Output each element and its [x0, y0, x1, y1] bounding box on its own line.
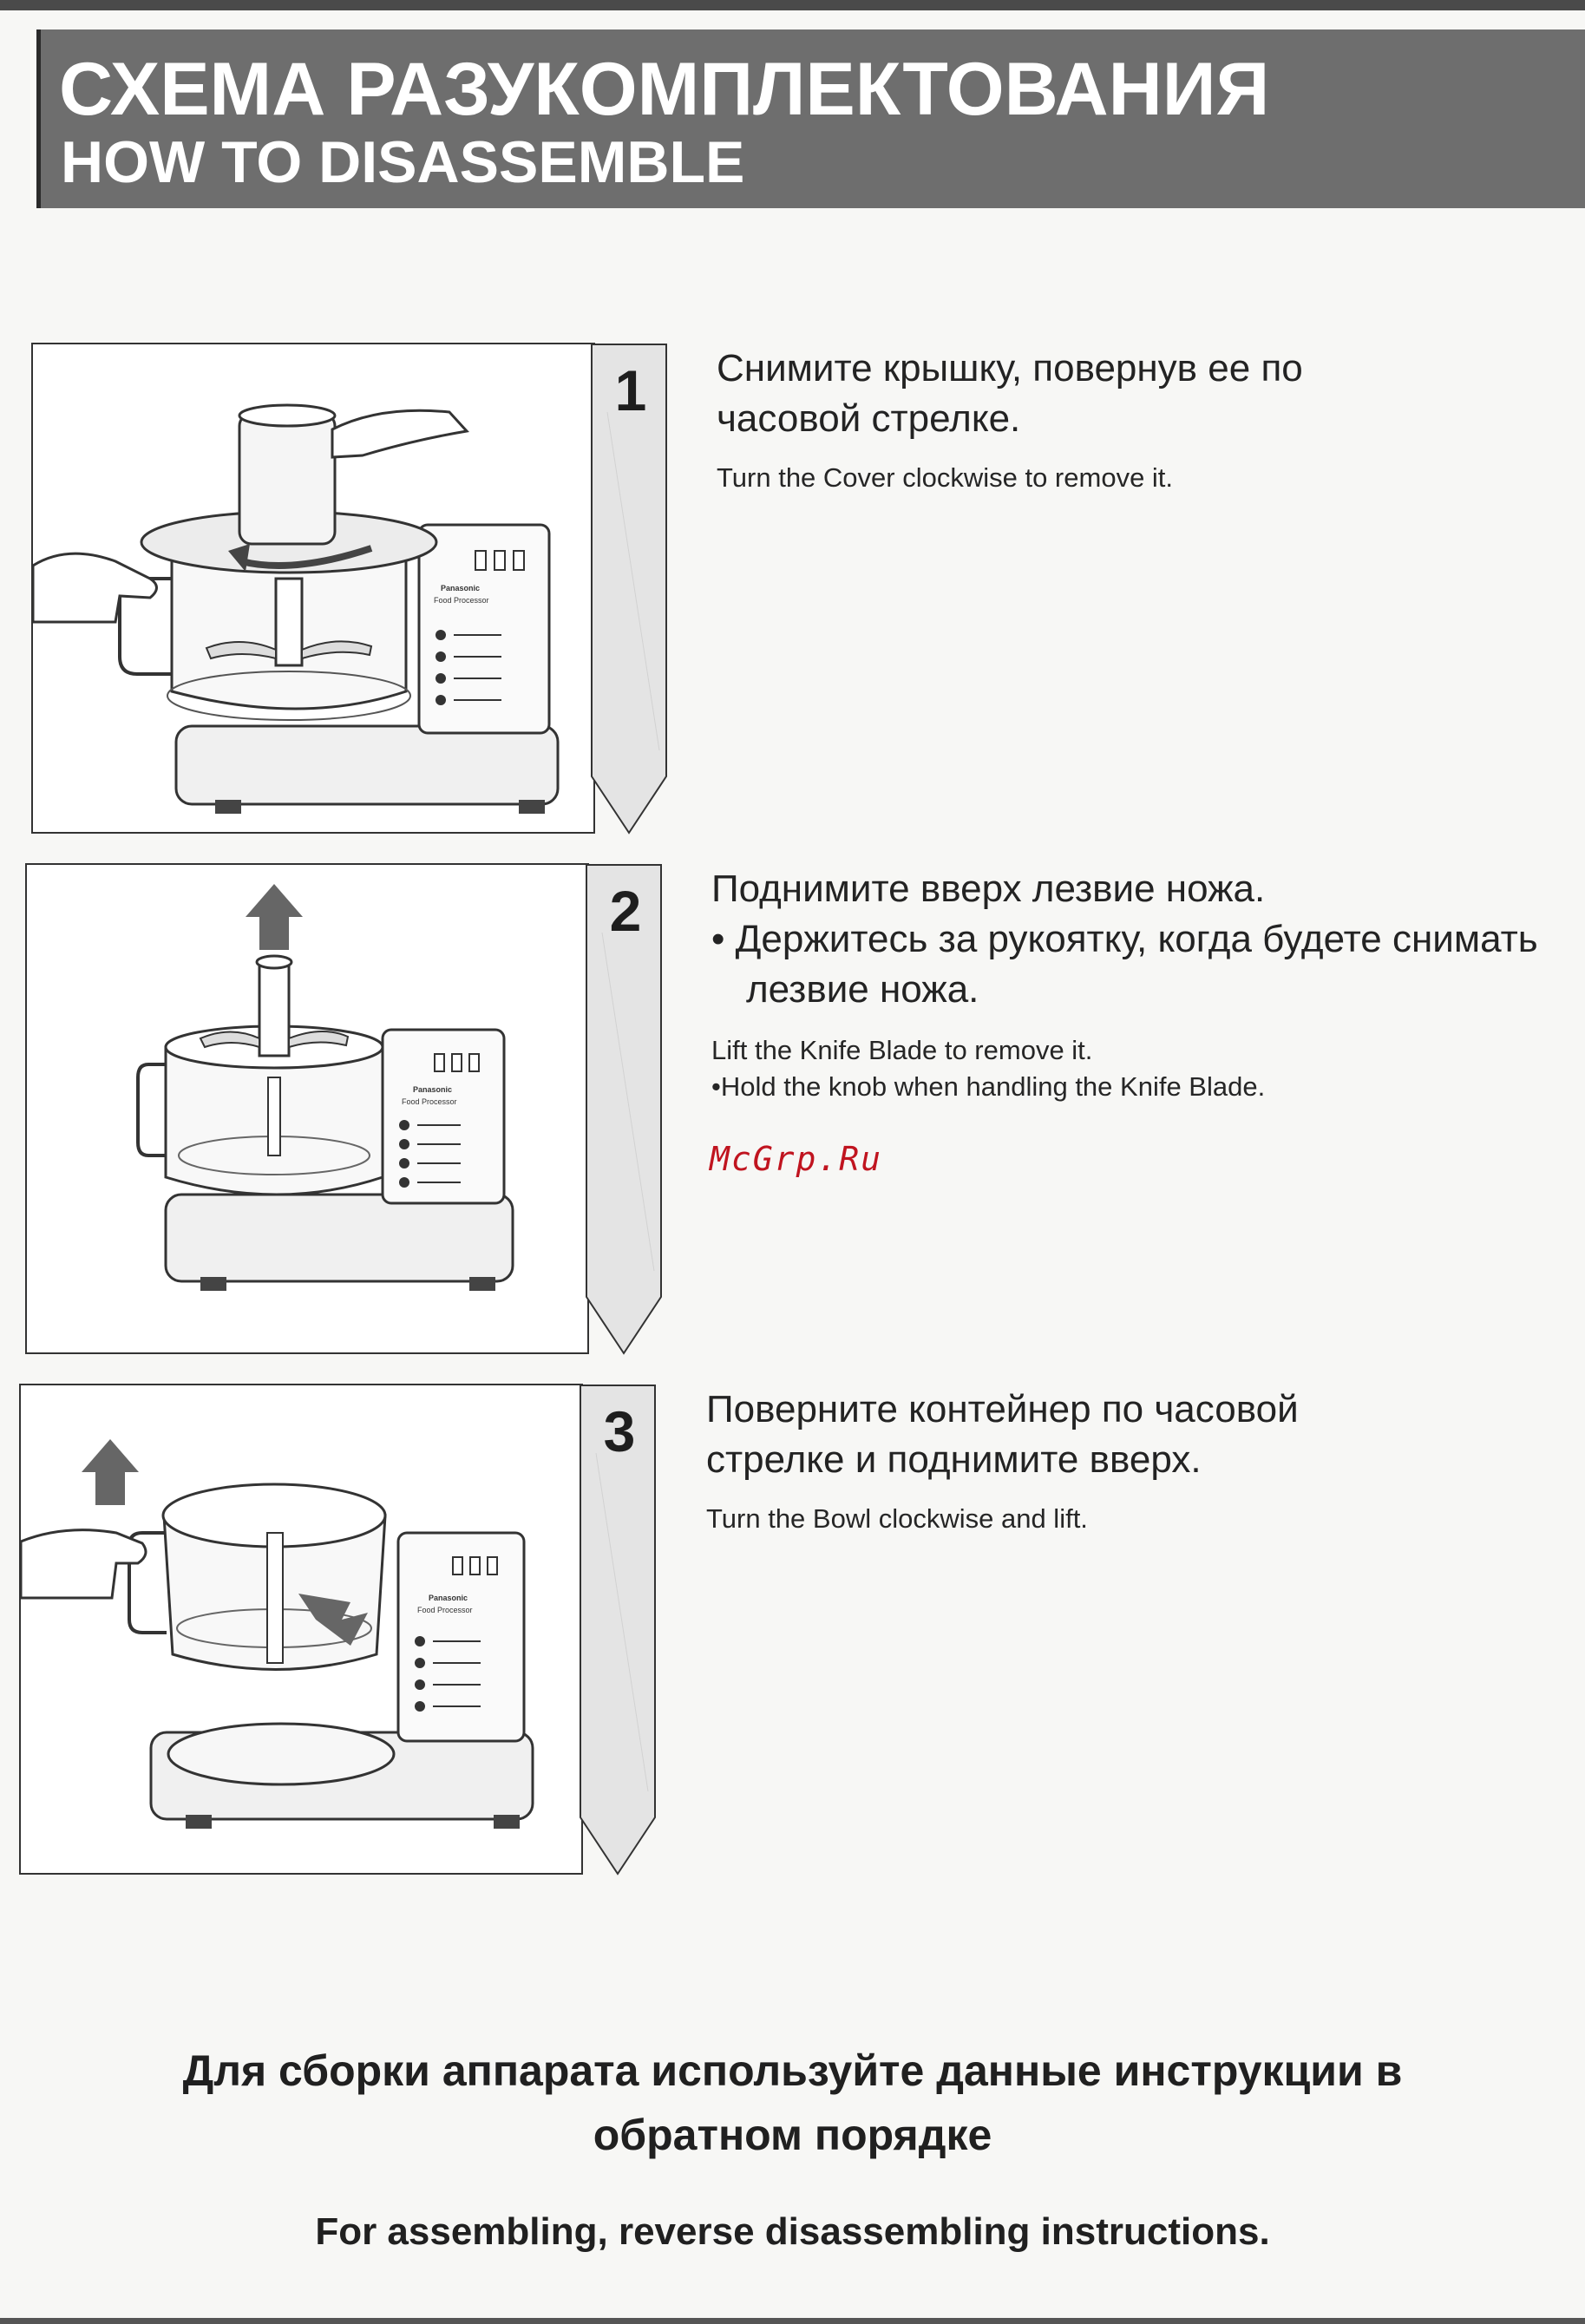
step-1-arrow-strip: [591, 344, 667, 835]
step-3-number: 3: [603, 1399, 636, 1463]
watermark-text: McGrp.Ru: [710, 1140, 883, 1178]
step-3-ru-line-1: Поверните контейнер по часовой: [706, 1388, 1299, 1430]
step-2-number: 2: [609, 879, 642, 943]
step-2-en-bullet: •Hold the knob when handling the Knife B…: [711, 1071, 1266, 1102]
step-1-illustration-frame: Panasonic Food Processor: [31, 343, 595, 834]
brand-label-1: Panasonic: [441, 584, 480, 592]
step-2-text: Поднимите вверх лезвие ножа. • Держитесь…: [711, 864, 1579, 1105]
step-1-ru-line-2: часовой стрелке.: [717, 397, 1021, 440]
top-rule: [0, 0, 1585, 10]
step-1-en: Turn the Cover clockwise to remove it.: [717, 462, 1174, 493]
step-3-ru-line-2: стрелке и поднимите вверх.: [706, 1438, 1202, 1481]
assembly-note-ru: Для сборки аппарата используйте данные и…: [182, 2046, 1403, 2159]
header-band: [36, 29, 1585, 208]
model-label-3: Food Processor: [417, 1606, 473, 1614]
step-3-text: Поверните контейнер по часовой стрелке и…: [706, 1385, 1574, 1537]
brand-label-3: Panasonic: [429, 1594, 468, 1602]
step-3-en: Turn the Bowl clockwise and lift.: [706, 1503, 1088, 1534]
model-label-1: Food Processor: [434, 596, 489, 605]
step-2-illustration-frame: Panasonic Food Processor: [25, 863, 589, 1354]
step-2-arrow-strip: [586, 864, 662, 1355]
step-3-arrow-strip: [580, 1385, 656, 1876]
step-2-ru-main: Поднимите вверх лезвие ножа.: [711, 867, 1266, 910]
model-label-2: Food Processor: [402, 1097, 457, 1106]
brand-label-2: Panasonic: [413, 1085, 452, 1094]
step-1-number: 1: [614, 358, 647, 422]
assembly-note-en: For assembling, reverse disassembling in…: [315, 2210, 1270, 2253]
step-2-food-processor-illustration: Panasonic Food Processor: [136, 884, 514, 1291]
step-3-illustration-frame: Panasonic Food Processor: [19, 1384, 583, 1875]
step-2-en: Lift the Knife Blade to remove it.: [711, 1035, 1093, 1065]
step-1-food-processor-illustration: Panasonic Food Processor: [31, 403, 560, 814]
step-3-food-processor-illustration: Panasonic Food Processor: [19, 1439, 534, 1829]
page-title-en: HOW TO DISASSEMBLE: [61, 129, 745, 195]
step-1-ru-line-1: Снимите крышку, повернув ее по: [717, 347, 1303, 390]
step-1-text: Снимите крышку, повернув ее по часовой с…: [717, 344, 1584, 496]
step-2-ru-bullet: • Держитесь за рукоятку, когда будете сн…: [711, 918, 1538, 1011]
bottom-rule: [0, 2318, 1585, 2324]
page-title-ru: СХЕМА РАЗУКОМПЛЕКТОВАНИЯ: [59, 48, 1270, 131]
